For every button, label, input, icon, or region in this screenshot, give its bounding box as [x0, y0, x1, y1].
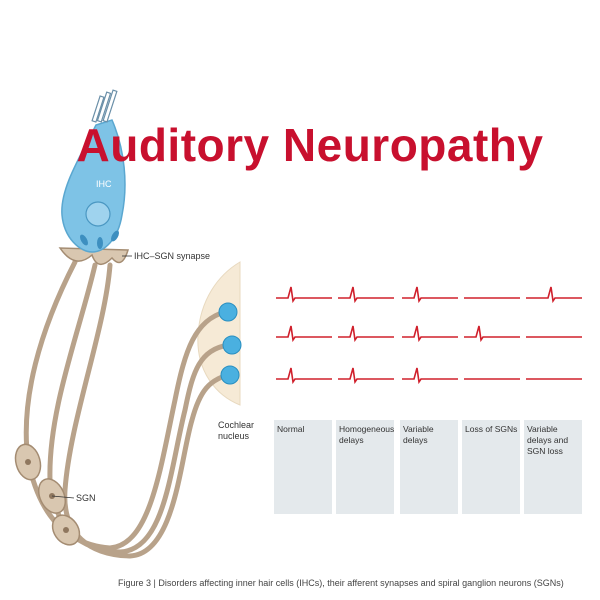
- spike-trace: [276, 367, 332, 385]
- condition-panel: Normal: [274, 420, 332, 514]
- condition-label: Loss of SGNs: [465, 424, 518, 434]
- spike-trace: [338, 325, 394, 343]
- spike-trace: [402, 286, 458, 304]
- figure-caption: Figure 3 | Disorders affecting inner hai…: [118, 578, 564, 588]
- condition-label: Homogeneous delays: [339, 424, 395, 445]
- condition-label: Normal: [277, 424, 305, 434]
- ihc-nucleus: [85, 201, 111, 227]
- page-title: Auditory Neuropathy: [76, 119, 544, 171]
- spike-trace: [338, 367, 394, 385]
- stereocilia-icon: [91, 89, 118, 123]
- cn-neuron: [220, 365, 240, 385]
- inner-hair-cell: [61, 89, 126, 253]
- cochlear-nucleus-label: Cochlear nucleus: [218, 420, 255, 441]
- condition-label: Variable delays and SGN loss: [527, 424, 569, 456]
- cn-neuron: [218, 302, 238, 322]
- spike-trace: [276, 286, 332, 304]
- spike-trace: [338, 286, 394, 304]
- spike-trace: [464, 325, 520, 343]
- nerve-fibers: [23, 259, 231, 559]
- spike-trace: [402, 325, 458, 343]
- condition-panel: Variable delays: [400, 420, 458, 514]
- condition-panel: Variable delays and SGN loss: [524, 420, 582, 514]
- condition-panel: Loss of SGNs: [462, 420, 520, 514]
- spike-trace: [526, 286, 582, 304]
- spike-trace: [402, 367, 458, 385]
- cn-neuron: [222, 335, 242, 355]
- spike-raster: [276, 286, 582, 385]
- cochlear-nucleus-neurons: [218, 302, 242, 385]
- spike-trace: [276, 325, 332, 343]
- condition-label: Variable delays: [403, 424, 434, 445]
- synapse-label: IHC–SGN synapse: [134, 251, 211, 261]
- condition-panel: Homogeneous delays: [336, 420, 394, 514]
- sgn-label: SGN: [76, 493, 96, 503]
- synapse-terminals: [58, 247, 129, 265]
- ihc-label: IHC: [96, 179, 112, 189]
- sgn-cell-bodies: [14, 443, 81, 546]
